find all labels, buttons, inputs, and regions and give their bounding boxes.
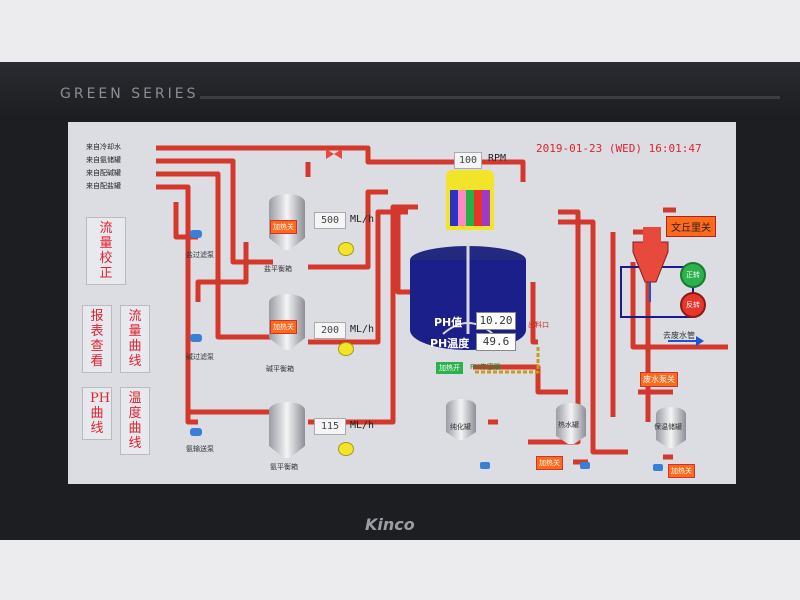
hot-water-tank-icon (556, 403, 586, 444)
reverse-label: 反转 (686, 301, 700, 309)
flow-curve-label: 流量曲线 (128, 309, 142, 369)
bezel-divider (200, 96, 780, 99)
hmi-screen: 来自冷却水 来自氨储罐 来自配碱罐 来自配盐罐 2019-01-23 (WED)… (68, 122, 736, 484)
ammonia-flow-unit: ML/h (350, 420, 375, 431)
brand-logo: Kinco (365, 515, 415, 534)
datetime-display: 2019-01-23 (WED) 16:01:47 (536, 142, 702, 155)
rpm-value[interactable]: 100 (454, 152, 482, 169)
ph-temp-value: 49.6 (476, 333, 516, 351)
insulated-storage-tank-icon (656, 407, 686, 448)
ph-value: 10.20 (476, 312, 516, 330)
purification-pump-icon[interactable] (480, 462, 490, 469)
ph-temp-label: PH温度 (430, 337, 470, 350)
source-salt-tank: 来自配盐罐 (86, 182, 121, 190)
ph-curve-button[interactable]: PH曲线 (82, 387, 112, 440)
reactor-vessel-icon (410, 242, 526, 350)
report-view-button[interactable]: 报表查看 (82, 305, 112, 373)
source-alkali-tank: 来自配碱罐 (86, 169, 121, 177)
hot-water-pump-icon[interactable] (580, 462, 590, 469)
flow-curve-button[interactable]: 流量曲线 (120, 305, 150, 373)
flow-calibration-button[interactable]: 流量校正 (86, 217, 126, 285)
waste-pump-button[interactable]: 废水泵关 (640, 372, 678, 387)
insulated-heater-toggle[interactable]: 加热关 (668, 464, 695, 478)
ammonia-pump-label: 氨输送泵 (186, 445, 214, 453)
alkali-filter-pump-icon[interactable] (190, 334, 202, 342)
ammonia-pump-icon[interactable] (190, 428, 202, 436)
alkali-tank-label: 碱平衡箱 (266, 365, 294, 373)
forward-button[interactable]: 正转 (680, 262, 706, 288)
bezel-top (0, 62, 800, 118)
salt-filter-pump-icon[interactable] (190, 230, 202, 238)
salt-flow-unit: ML/h (350, 214, 375, 225)
series-label: GREEN SERIES (60, 86, 199, 102)
alkali-heater-toggle[interactable]: 加热关 (270, 320, 297, 334)
ammonia-tank-label: 氨平衡箱 (270, 463, 298, 471)
ph-curve-label: PH曲线 (90, 391, 111, 436)
salt-flow-value[interactable]: 500 (314, 212, 346, 229)
salt-heater-toggle[interactable]: 加热关 (270, 220, 297, 234)
ammonia-metering-pump-icon[interactable] (338, 442, 354, 456)
purification-tank-label: 纯化罐 (450, 423, 471, 431)
alkali-filter-pump-label: 碱过滤泵 (186, 353, 214, 361)
ph-label: PH值 (434, 316, 463, 329)
alkali-metering-pump-icon[interactable] (338, 342, 354, 356)
pipe-diagram (156, 145, 728, 465)
waste-pipe-label: 去废水管 (663, 331, 695, 340)
discharge-label: 出料口 (528, 321, 549, 329)
salt-metering-pump-icon[interactable] (338, 242, 354, 256)
hot-water-heater-toggle[interactable]: 加热关 (536, 456, 563, 470)
rpm-unit: RPM (488, 153, 507, 164)
ammonia-balance-tank-icon (269, 402, 305, 458)
alkali-flow-value[interactable]: 200 (314, 322, 346, 339)
insulated-storage-tank-label: 保温储罐 (654, 423, 682, 431)
source-ammonia-tank: 来自氨储罐 (86, 156, 121, 164)
reverse-button[interactable]: 反转 (680, 292, 706, 318)
hot-water-tank-label: 热水罐 (558, 421, 579, 429)
alkali-flow-unit: ML/h (350, 324, 375, 335)
ph-sensor-label: PH传感器 (470, 363, 501, 371)
temp-curve-label: 温度曲线 (128, 391, 142, 451)
ammonia-flow-value[interactable]: 115 (314, 418, 346, 435)
report-view-label: 报表查看 (90, 309, 104, 369)
salt-tank-label: 盐平衡箱 (264, 265, 292, 273)
source-cooling-water: 来自冷却水 (86, 143, 121, 151)
temp-curve-button[interactable]: 温度曲线 (120, 387, 150, 455)
mixer-status-bars (450, 190, 490, 226)
salt-filter-pump-label: 盐过滤泵 (186, 251, 214, 259)
venturi-toggle-button[interactable]: 文丘里关 (666, 216, 716, 237)
forward-label: 正转 (686, 271, 700, 279)
purification-tank-icon (446, 399, 476, 440)
storage-pump-icon[interactable] (653, 464, 663, 471)
reactor-heater-on[interactable]: 加热开 (436, 362, 463, 374)
flow-calibration-label: 流量校正 (99, 221, 113, 281)
